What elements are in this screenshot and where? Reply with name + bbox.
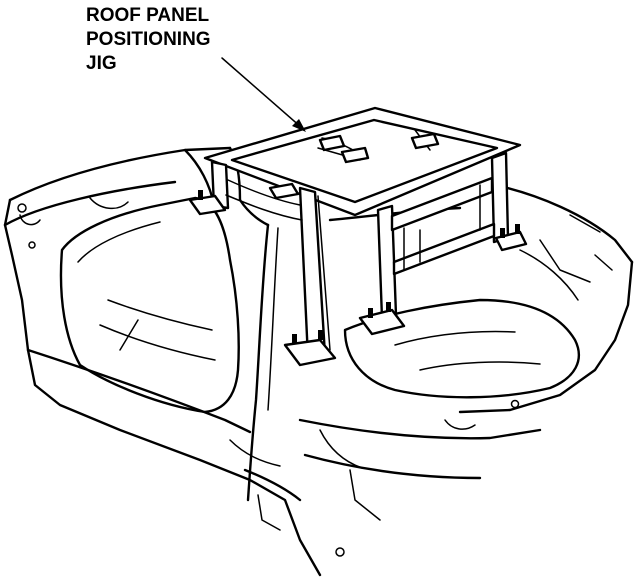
label-line-3: JIG bbox=[86, 53, 117, 74]
roof-panel-positioning-jig bbox=[188, 106, 528, 367]
callout-leader-arrow bbox=[221, 57, 306, 132]
label-line-2: POSITIONING bbox=[86, 29, 211, 50]
roof-panel-positioning-jig-label: ROOF PANEL POSITIONING JIG bbox=[86, 4, 211, 76]
car-body-shell bbox=[3, 146, 634, 577]
label-line-1: ROOF PANEL bbox=[86, 5, 210, 26]
